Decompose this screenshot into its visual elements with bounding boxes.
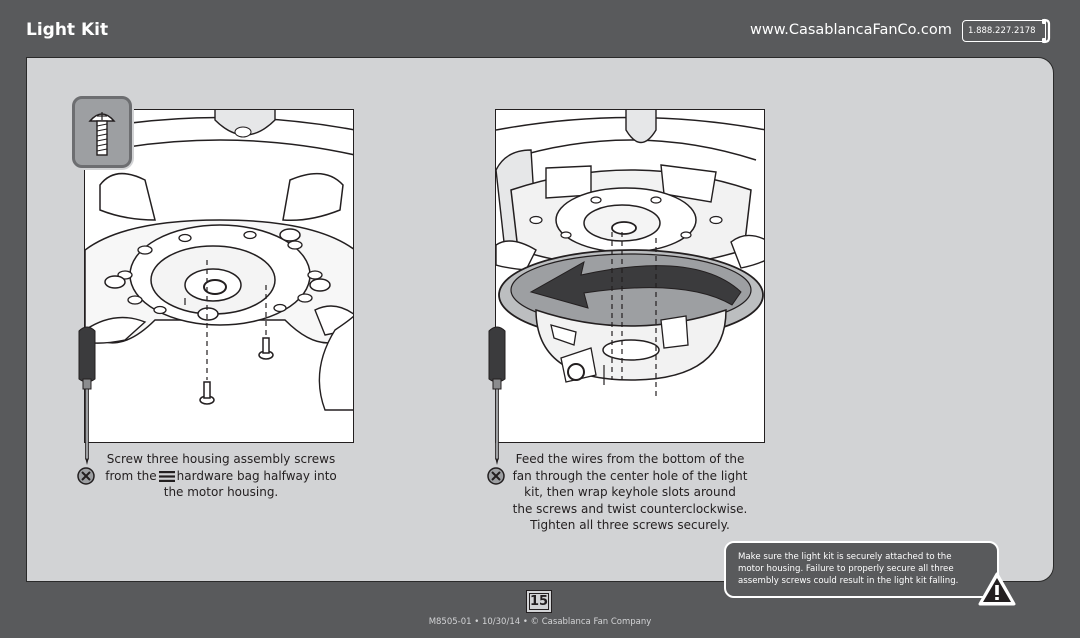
step2-caption: Feed the wires from the bottom of the fa… <box>505 451 755 534</box>
step2-caption-line: the screws and twist counterclockwise. <box>512 501 748 516</box>
footer: M8505-01 • 10/30/14 • © Casablanca Fan C… <box>428 617 652 627</box>
screw-hardware-icon <box>72 96 132 168</box>
page-title: Light Kit <box>26 20 109 40</box>
step2-caption-line: kit, then wrap keyhole slots around <box>524 485 736 499</box>
housing-screw <box>199 337 274 405</box>
counterclockwise-arrow-icon <box>529 261 742 309</box>
warning-triangle-icon <box>978 572 1016 606</box>
screwdriver-icon <box>488 326 506 465</box>
step1-caption-line: Screw three housing assembly screws <box>106 452 336 466</box>
step1-caption: Screw three housing assembly screws from… <box>96 451 346 501</box>
step2-caption-line: Tighten all three screws securely. <box>530 518 730 532</box>
bag-icon <box>158 470 175 482</box>
step1-caption-text: from the <box>105 468 157 483</box>
screw-action-icon <box>487 467 505 485</box>
step2-illustration <box>495 109 765 443</box>
warning-line: assembly screws could result in the ligh… <box>738 576 959 587</box>
step2-caption-line: Feed the wires from the bottom of the <box>515 452 745 466</box>
step1-caption-line: from the hardware bag halfway into <box>96 468 346 485</box>
page-number: 15 <box>526 590 552 613</box>
page-number-text: 15 <box>529 593 549 610</box>
step2-caption-line: fan through the center hole of the light <box>512 468 748 483</box>
website-link[interactable]: www.CasablancaFanCo.com <box>750 22 952 38</box>
step1-caption-line: the motor housing. <box>163 485 279 499</box>
screw-action-icon <box>77 467 95 485</box>
step1-caption-text: hardware bag halfway into <box>176 468 337 483</box>
phone-handset-icon <box>1042 18 1051 44</box>
warning-line: Make sure the light kit is securely atta… <box>738 552 952 562</box>
warning-box: Make sure the light kit is securely atta… <box>724 541 999 598</box>
warning-line: motor housing. Failure to properly secur… <box>738 564 954 575</box>
phone-number: 1.888.227.2178 <box>962 20 1046 42</box>
screwdriver-icon <box>78 326 96 465</box>
